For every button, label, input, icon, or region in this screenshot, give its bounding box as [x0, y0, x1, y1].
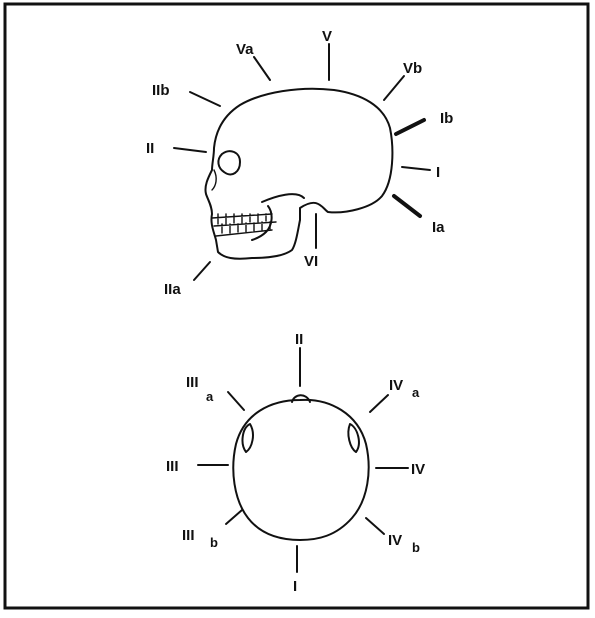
lateral-label-iib: IIb — [152, 82, 170, 99]
superior-skull-outline — [233, 400, 368, 540]
lateral-label-i: I — [436, 164, 440, 181]
lateral-label-vb: Vb — [403, 60, 422, 77]
superior-label-iva-sub: a — [412, 385, 420, 400]
superior-label-ivb-sub: b — [412, 540, 420, 555]
superior-label-iv: IV — [411, 461, 425, 478]
lateral-nasal-line — [212, 170, 216, 190]
superior-skull-view: II III a III III b IV a IV IV b I — [166, 331, 425, 595]
lateral-lower-teeth — [214, 222, 276, 236]
lateral-ray-ib — [396, 120, 424, 134]
superior-label-iiia-sub: a — [206, 389, 214, 404]
lateral-label-v: V — [322, 28, 332, 45]
superior-label-ii: II — [295, 331, 303, 348]
lateral-orbit — [218, 151, 240, 174]
lateral-ray-va — [254, 57, 270, 80]
lateral-ray-iib — [190, 92, 220, 106]
lateral-ray-vb — [384, 76, 404, 100]
superior-label-i: I — [293, 578, 297, 595]
superior-label-iva-main: IV — [389, 377, 403, 394]
lateral-ray-ia — [394, 196, 420, 216]
lateral-label-ii: II — [146, 140, 154, 157]
superior-label-iii: III — [166, 458, 179, 475]
lateral-skull-view: V Va Vb IIb II IIa Ib I Ia VI — [146, 28, 453, 298]
superior-label-ivb-main: IV — [388, 532, 402, 549]
lateral-ray-i — [402, 167, 430, 170]
lateral-label-ib: Ib — [440, 110, 453, 127]
lateral-ray-ii — [174, 148, 206, 152]
figure-frame — [5, 4, 588, 608]
lateral-zygomatic-arch — [262, 194, 304, 202]
lateral-label-va: Va — [236, 41, 254, 58]
superior-label-iiia-main: III — [186, 374, 199, 391]
superior-ray-iva — [370, 395, 388, 412]
lateral-ray-iia — [194, 262, 210, 280]
lateral-label-ia: Ia — [432, 219, 445, 236]
lateral-label-iia: IIa — [164, 281, 181, 298]
lateral-label-vi: VI — [304, 253, 318, 270]
superior-ray-iiia — [228, 392, 244, 410]
superior-label-iiib-sub: b — [210, 535, 218, 550]
superior-left-zygoma — [243, 424, 253, 452]
superior-ray-iiib — [226, 510, 242, 524]
superior-right-zygoma — [348, 424, 358, 452]
superior-label-iiib-main: III — [182, 527, 195, 544]
superior-ray-ivb — [366, 518, 384, 534]
